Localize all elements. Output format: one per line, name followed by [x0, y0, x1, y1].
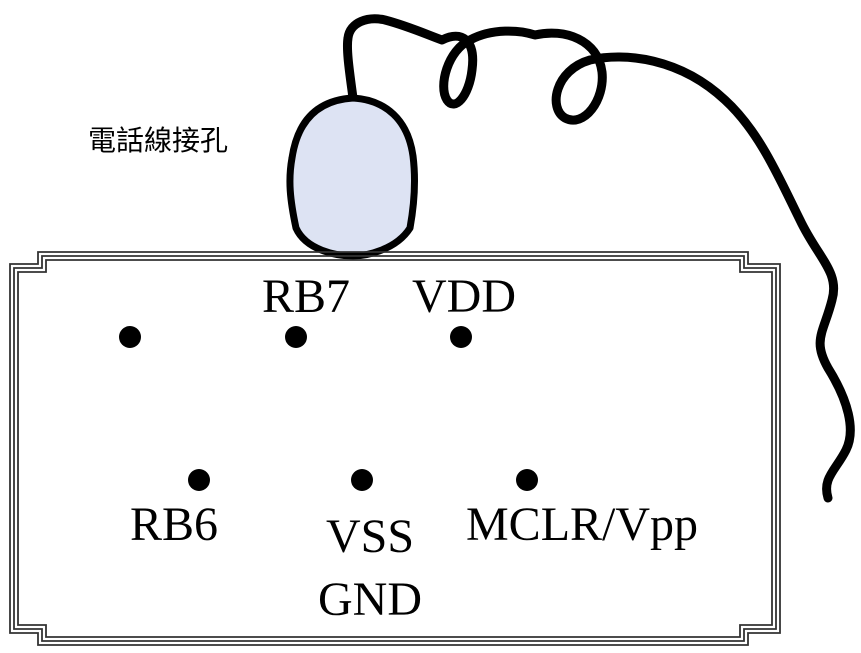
pin-dot-vss — [351, 469, 373, 491]
phone-cord — [343, 14, 855, 503]
jack-label: 電話線接孔 — [88, 124, 228, 157]
phone-jack — [286, 94, 418, 260]
pin-label-rb7: RB7 — [262, 270, 350, 323]
pin-dot-rb6 — [188, 469, 210, 491]
pin-label-vss: VSS — [326, 510, 414, 563]
pin-label-rb6: RB6 — [130, 498, 218, 551]
pin-dot-vdd — [450, 326, 472, 348]
pin-label-mclr-vpp: MCLR/Vpp — [466, 498, 698, 551]
pin-dot-rb7 — [285, 326, 307, 348]
pin-label-vdd: VDD — [412, 270, 516, 323]
pin-label-gnd: GND — [318, 573, 422, 626]
pin-dot-top-1 — [119, 326, 141, 348]
board-outline — [9, 251, 781, 646]
pin-dot-mclr — [516, 469, 538, 491]
